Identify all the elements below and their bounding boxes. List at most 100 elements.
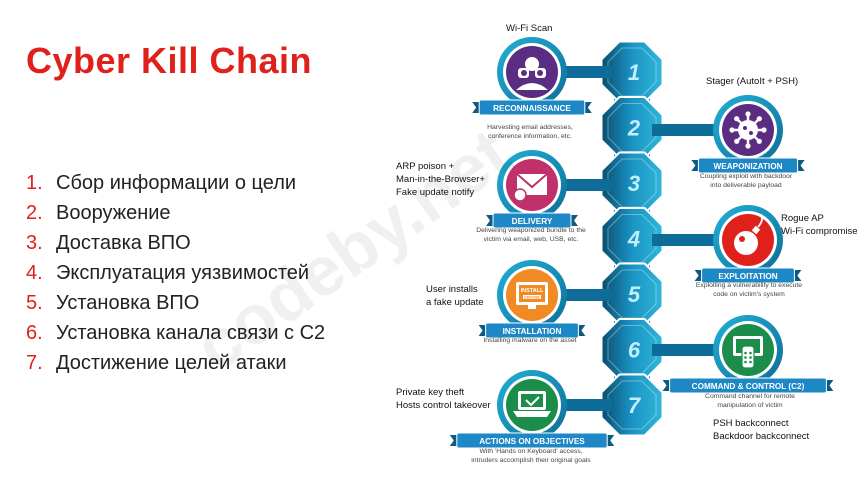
step-item: 3.Доставка ВПО	[26, 228, 325, 258]
annotation-stager: Stager (AutoIt + PSH)	[706, 75, 798, 88]
stage-badge-command-control-c2: COMMAND & CONTROL (C2)	[652, 315, 834, 394]
stage-desc-c2: Command channel for remote manipulation …	[688, 392, 812, 410]
chain-octagon-inner	[607, 380, 657, 430]
connector	[552, 289, 612, 301]
ribbon	[697, 157, 799, 174]
remote-button	[744, 351, 747, 355]
progress-bar	[523, 295, 541, 299]
connector	[652, 234, 728, 246]
step-text: Достижение целей атаки	[56, 352, 287, 374]
steps-list: 1.Сбор информации о цели 2.Вооружение 3.…	[26, 168, 325, 378]
remote-button	[749, 351, 752, 355]
desc-line: Coupling exploit with backdoor	[699, 173, 793, 180]
stage-desc-reconnaissance: Harvesting email addresses, conference i…	[468, 123, 592, 141]
ribbon-tail	[694, 270, 702, 281]
step-item: 2.Вооружение	[26, 198, 325, 228]
stage-desc-installation: Installing malware on the asset	[466, 336, 594, 345]
step-number: 6.	[26, 322, 43, 344]
chain-number: 5	[628, 282, 641, 307]
bomb-body	[734, 231, 758, 255]
laptop-base	[513, 411, 551, 417]
stage-label: WEAPONIZATION	[714, 162, 783, 171]
spike-tip	[745, 111, 751, 117]
connector	[652, 124, 728, 136]
annotation-text: a fake update	[426, 297, 484, 308]
envelope-flap	[516, 173, 548, 189]
stage-badge-delivery: DELIVERY	[486, 150, 612, 229]
annotation-text: Hosts control takeover	[396, 400, 491, 411]
annotation-text: Rogue AP	[781, 213, 824, 224]
slide-title: Cyber Kill Chain	[26, 40, 313, 81]
spike-tip	[761, 127, 767, 133]
remote-button	[744, 360, 747, 364]
screen-text: CHOOSE	[524, 295, 540, 299]
connector	[652, 344, 728, 356]
step-item: 1.Сбор информации о цели	[26, 168, 325, 198]
annotation-text: Backdoor backconnect	[713, 431, 810, 442]
shoulders	[516, 83, 548, 90]
chain-number: 7	[628, 393, 642, 418]
bomb-shine	[739, 236, 745, 242]
step-number: 3.	[26, 232, 43, 254]
annotation-psh: PSH backconnect Backdoor backconnect	[713, 417, 809, 443]
ribbon-tail	[797, 160, 805, 171]
step-text: Установка канала связи с С2	[56, 322, 326, 344]
chain-number: 6	[628, 338, 641, 363]
screen-text: INSTALL	[521, 288, 544, 294]
annotation-arp: ARP poison + Man-in-the-Browser+ Fake up…	[396, 160, 485, 199]
lens-glass	[521, 70, 527, 76]
annotation-wifi-scan: Wi-Fi Scan	[506, 22, 552, 35]
ribbon	[701, 267, 795, 284]
spike-tip	[756, 138, 762, 144]
desc-line: victim via email, web, USB, etc.	[483, 236, 579, 243]
spike-tip	[734, 138, 740, 144]
bomb-cap	[751, 225, 761, 235]
stage-badge-actions-on-objectives: ACTIONS ON OBJECTIVES	[449, 370, 615, 449]
annotation-rogue-ap: Rogue AP Wi-Fi compromise	[781, 212, 858, 238]
connector	[552, 399, 612, 411]
virus-spot	[749, 131, 753, 135]
lens-glass	[537, 70, 543, 76]
stage-badge-weaponization: WEAPONIZATION	[652, 95, 805, 174]
annotation-text: Fake update notify	[396, 187, 475, 198]
desc-line: into deliverable payload	[710, 182, 782, 189]
ribbon-tail	[794, 270, 802, 281]
step-number: 2.	[26, 202, 43, 224]
remote	[741, 345, 755, 369]
chain-number: 2	[627, 116, 641, 141]
step-item: 7. Достижение целей атаки	[26, 348, 325, 378]
screen-stand	[528, 305, 536, 309]
ribbon-tail	[571, 215, 578, 226]
desc-line: Command channel for remote	[705, 393, 795, 400]
ribbon-tail	[826, 380, 834, 391]
stage-label: ACTIONS ON OBJECTIVES	[479, 437, 585, 446]
virus-spot	[743, 126, 747, 130]
ribbon	[478, 99, 586, 116]
ribbon-tail	[584, 102, 592, 113]
bug	[513, 188, 527, 202]
step-number: 7.	[26, 352, 43, 374]
stage-label: RECONNAISSANCE	[493, 104, 571, 113]
spike-tip	[745, 143, 751, 149]
desc-line: With 'Hands on Keyboard' access,	[479, 448, 583, 455]
remote-button	[749, 360, 752, 364]
ribbon-tail	[578, 325, 586, 336]
ribbon	[669, 377, 827, 394]
check-mark	[525, 396, 540, 407]
desc-line: conference information, etc.	[488, 133, 572, 140]
ribbon-tail	[486, 215, 493, 226]
annotation-private-key: Private key theft Hosts control takeover	[396, 386, 491, 412]
step-text: Эксплуатация уязвимостей	[56, 262, 310, 284]
stage-badges: RECONNAISSANCE WEAPONIZATION DELIVERY EXPLO…	[449, 37, 834, 449]
desc-line: intruders accomplish their original goal…	[471, 457, 591, 464]
stage-desc-delivery: Delivering weaponized bundle to the vict…	[466, 226, 596, 244]
stage-badge-exploitation: EXPLOITATION	[652, 205, 802, 284]
step-item: 6. Установка канала связи с С2	[26, 318, 325, 348]
step-item: 4.Эксплуатация уязвимостей	[26, 258, 325, 288]
spike-tip	[734, 116, 740, 122]
stage-label: INSTALLATION	[503, 327, 562, 336]
